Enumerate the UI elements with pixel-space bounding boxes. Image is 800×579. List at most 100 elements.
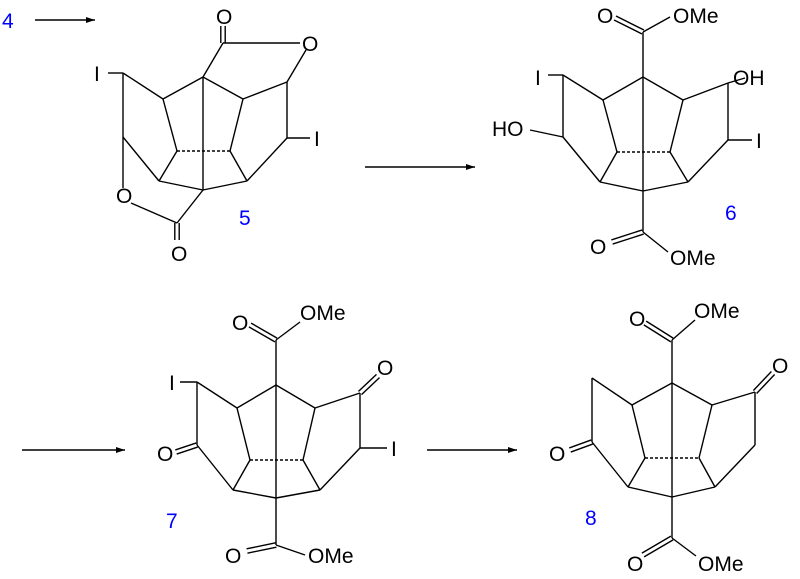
bond bbox=[202, 180, 248, 191]
reaction-arrows bbox=[22, 17, 517, 453]
compound-6: O OMe I OH HO I O OMe 6 bbox=[492, 5, 765, 270]
bond bbox=[176, 446, 198, 455]
bond bbox=[602, 76, 644, 101]
hydroxyl-group: OH bbox=[733, 67, 765, 90]
compound-label-4: 4 bbox=[2, 10, 14, 33]
bond bbox=[302, 459, 321, 491]
bond bbox=[612, 233, 644, 245]
atom-iodine: I bbox=[756, 130, 762, 153]
bond bbox=[158, 150, 178, 182]
bond bbox=[232, 459, 251, 491]
bond bbox=[275, 321, 301, 341]
arrowhead bbox=[508, 447, 517, 453]
atom-oxygen: O bbox=[157, 443, 173, 466]
bond bbox=[570, 443, 593, 453]
atom-oxygen: O bbox=[232, 312, 248, 335]
bond bbox=[158, 180, 204, 191]
bond bbox=[687, 139, 729, 183]
bond bbox=[613, 19, 643, 35]
bond bbox=[246, 542, 276, 550]
bond bbox=[591, 377, 633, 406]
arrowhead bbox=[466, 164, 475, 170]
methoxy-group: OMe bbox=[300, 302, 346, 325]
bond bbox=[615, 15, 645, 31]
bond bbox=[162, 76, 204, 100]
bond bbox=[176, 189, 204, 224]
bond bbox=[361, 377, 380, 396]
bond bbox=[642, 181, 689, 192]
atom-oxygen: O bbox=[590, 236, 606, 259]
atom-iodine: I bbox=[535, 67, 541, 90]
bond bbox=[714, 444, 756, 488]
bond bbox=[248, 326, 276, 343]
bond bbox=[275, 384, 316, 409]
bond bbox=[562, 136, 601, 183]
bond bbox=[122, 72, 164, 100]
methoxy-group: OMe bbox=[698, 553, 744, 576]
atom-oxygen: O bbox=[627, 553, 643, 576]
bond bbox=[275, 544, 306, 556]
bond bbox=[643, 539, 674, 558]
bond bbox=[236, 407, 251, 461]
compound-label-8: 8 bbox=[585, 507, 597, 530]
compound-label-6: 6 bbox=[725, 202, 737, 225]
bond bbox=[202, 42, 224, 78]
methoxy-group: OMe bbox=[673, 5, 719, 28]
atom-oxygen: O bbox=[171, 243, 187, 266]
bond bbox=[569, 439, 592, 449]
bond bbox=[627, 457, 646, 488]
bond bbox=[711, 391, 756, 406]
compound-label-7: 7 bbox=[166, 510, 178, 533]
bond bbox=[631, 382, 673, 406]
bonds bbox=[108, 15, 776, 558]
bond bbox=[358, 373, 377, 392]
bond bbox=[671, 319, 696, 341]
bond bbox=[562, 74, 604, 101]
bond bbox=[229, 98, 244, 152]
bond bbox=[727, 77, 746, 84]
compound-8: O OMe O O O OMe 8 bbox=[549, 300, 788, 576]
bond bbox=[642, 231, 669, 253]
bond bbox=[642, 76, 684, 101]
bond bbox=[643, 324, 672, 343]
bond bbox=[698, 457, 716, 488]
bond bbox=[682, 82, 729, 101]
bond bbox=[196, 381, 238, 409]
bond bbox=[599, 181, 644, 192]
atom-oxygen: O bbox=[549, 443, 565, 466]
bond bbox=[319, 447, 361, 491]
methoxy-group: OMe bbox=[670, 247, 716, 270]
atom-oxygen: O bbox=[597, 5, 613, 28]
bond bbox=[236, 384, 277, 409]
atom-oxygen: O bbox=[772, 355, 788, 378]
bond bbox=[752, 371, 772, 391]
bond bbox=[627, 486, 673, 498]
bond bbox=[642, 16, 671, 33]
bond bbox=[232, 489, 277, 499]
hydroxyl-group: HO bbox=[492, 118, 524, 141]
bond bbox=[529, 129, 564, 138]
atom-oxygen: O bbox=[216, 6, 232, 29]
bond bbox=[250, 322, 278, 339]
bond bbox=[756, 374, 776, 394]
bond bbox=[242, 81, 288, 100]
bond bbox=[698, 404, 713, 459]
methoxy-group: OMe bbox=[694, 300, 740, 323]
bond bbox=[641, 535, 672, 554]
bond bbox=[196, 444, 234, 491]
bond bbox=[602, 99, 618, 153]
arrowhead bbox=[86, 17, 95, 23]
atom-oxygen: O bbox=[116, 185, 132, 208]
bond bbox=[130, 202, 178, 224]
compound-5: O O I I O O 5 bbox=[94, 6, 320, 266]
atom-iodine: I bbox=[391, 438, 397, 461]
bond bbox=[247, 546, 277, 554]
bond bbox=[671, 537, 697, 557]
methoxy-group: OMe bbox=[308, 545, 354, 568]
atom-oxygen: O bbox=[377, 357, 393, 380]
bond bbox=[669, 99, 684, 153]
bond bbox=[162, 98, 178, 152]
bond bbox=[669, 151, 689, 183]
arrowhead bbox=[116, 447, 125, 453]
compound-7: O OMe O I O I O OMe 7 bbox=[157, 302, 397, 568]
